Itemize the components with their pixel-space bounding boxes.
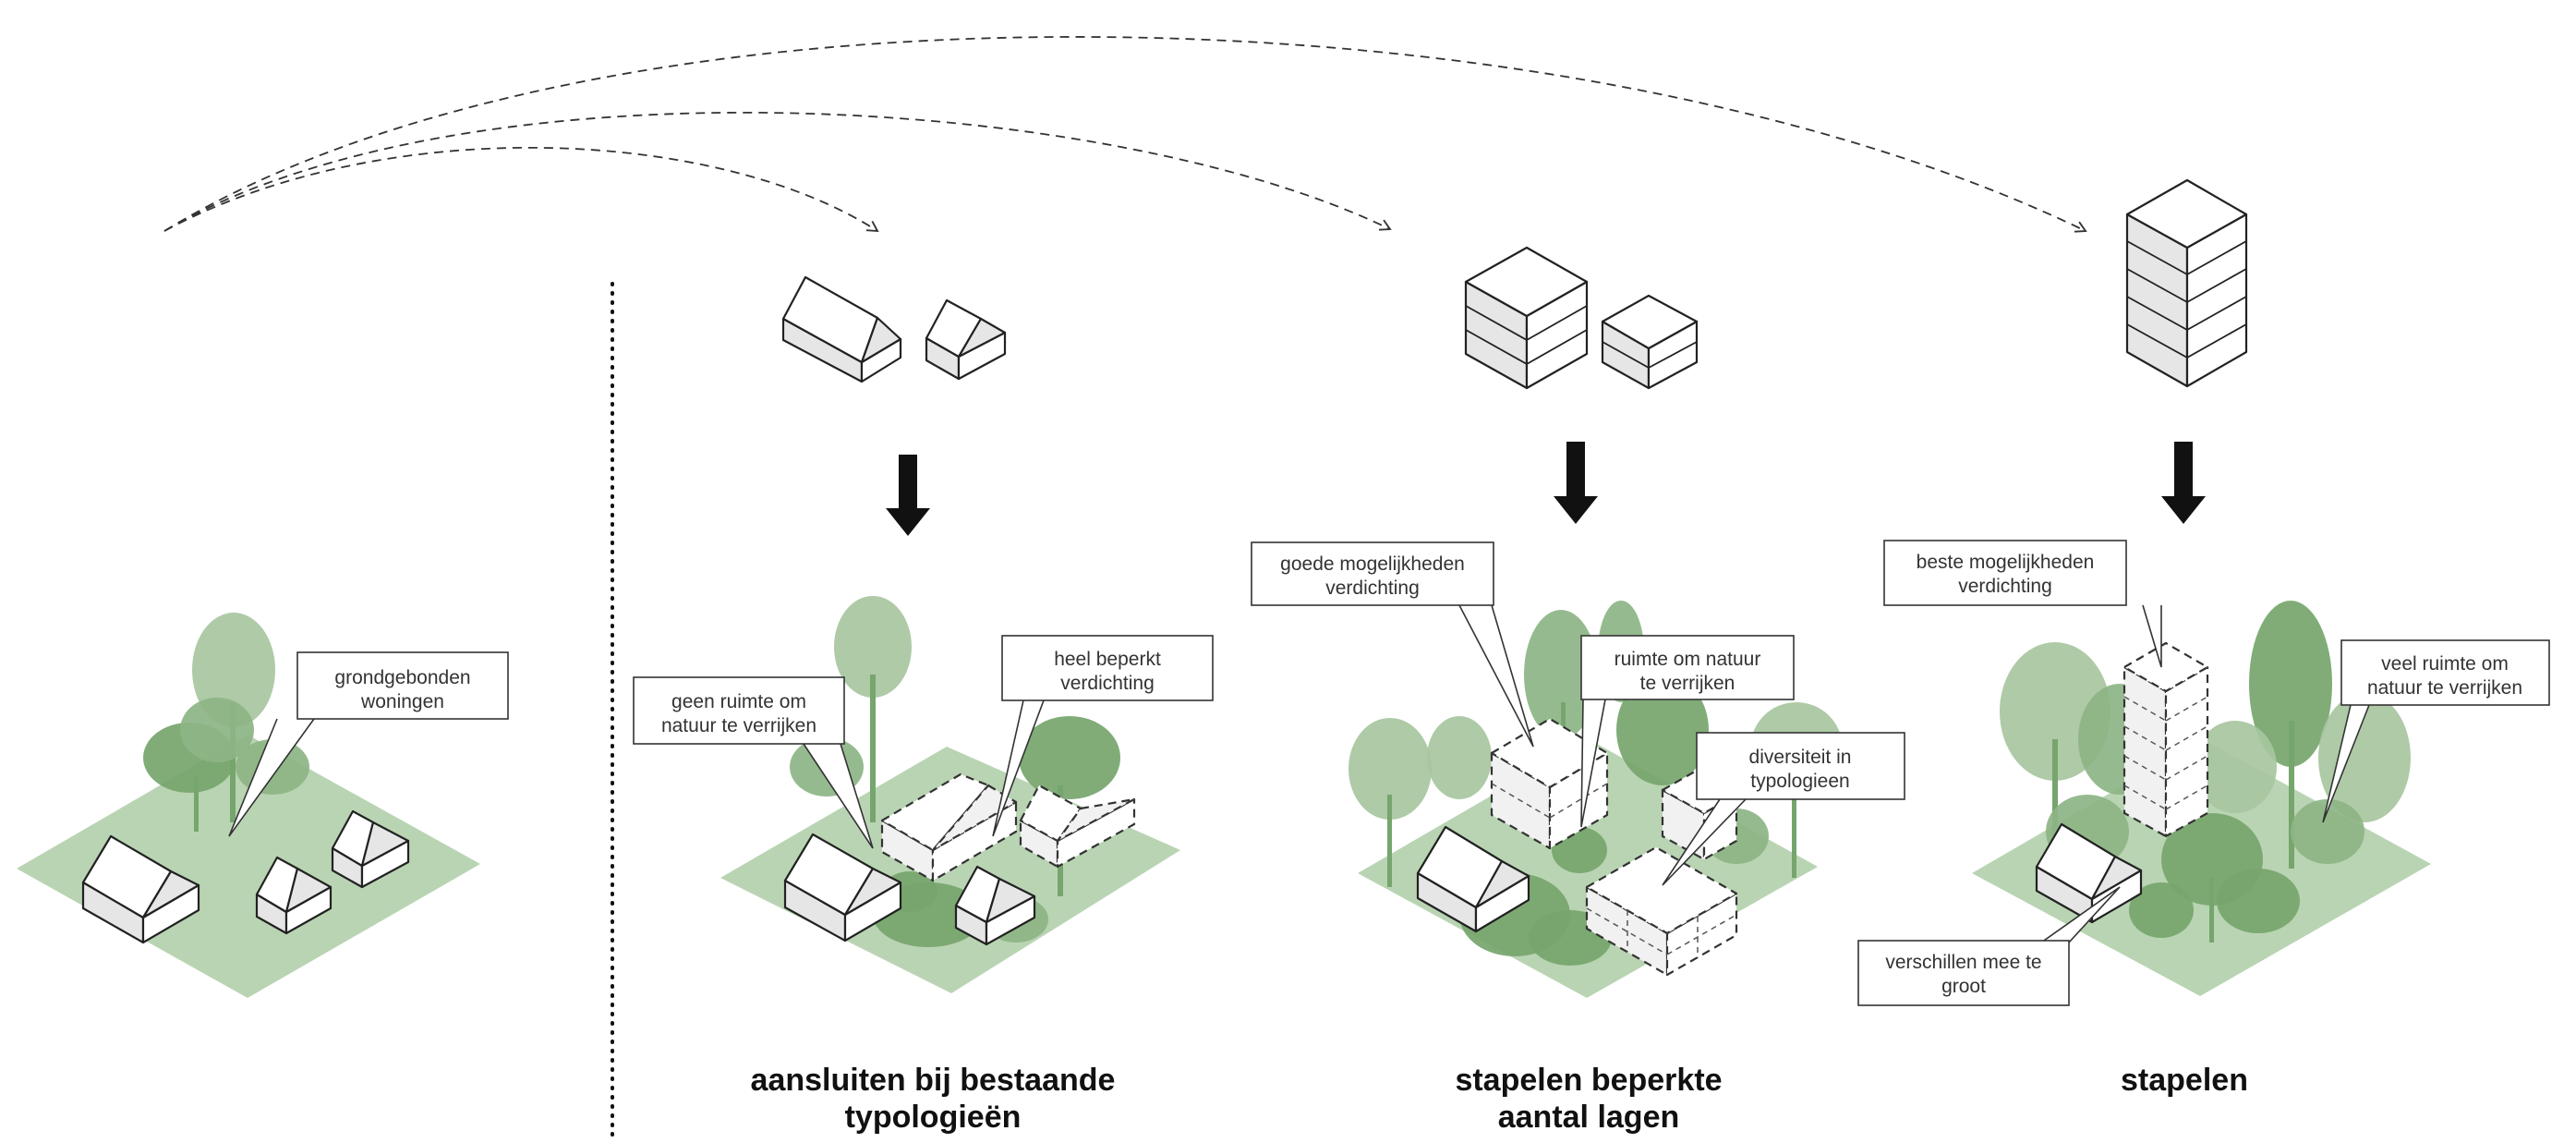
callout-text: verdichting [1325,578,1420,599]
house [954,865,1036,946]
flow-arc-to-aansluiten [163,146,879,233]
house [331,809,410,889]
svg-text:natuur te verrijken: natuur te verrijken [661,715,816,736]
down-arrow [886,455,930,536]
callout: beste mogelijkheden verdichting [1883,540,2162,668]
callout: veel ruimte om natuur te verrijken [2322,639,2550,823]
svg-text:typologieen: typologieen [1750,771,1849,792]
dashed-block [1490,717,1609,850]
scenario-caption: aantal lagen [1498,1100,1680,1135]
callout: heel beperkt verdichting [992,635,1214,837]
house-dashed [1019,784,1136,869]
callout: grondgebonden woningen [228,651,509,837]
scenario-caption: stapelen beperkte [1455,1063,1722,1098]
svg-text:verdichting: verdichting [1958,576,2052,597]
stacked-block-icon [1464,246,1589,390]
svg-text:verdichting: verdichting [1325,578,1420,599]
callout-text: goede mogelijkheden [1280,553,1465,575]
svg-text:verdichting: verdichting [1060,673,1155,694]
svg-text:goede mogelijkheden: goede mogelijkheden [1280,553,1465,575]
svg-text:aantal lagen: aantal lagen [1498,1100,1680,1135]
svg-text:woningen: woningen [360,691,444,712]
callout-text: woningen [360,691,444,712]
svg-text:natuur te verrijken: natuur te verrijken [2367,677,2522,699]
svg-text:stapelen beperkte: stapelen beperkte [1455,1063,1722,1098]
svg-text:verschillen mee te: verschillen mee te [1885,952,2041,973]
callout-text: ruimte om natuur [1615,649,1761,670]
svg-text:te verrijken: te verrijken [1640,673,1735,694]
house [783,833,902,942]
callout-text: grondgebonden [334,667,470,688]
flow-arc-to-stapelen [163,36,2087,233]
svg-text:beste mogelijkheden: beste mogelijkheden [1917,552,2095,573]
house-icon [781,275,902,383]
scenario-caption: stapelen [2121,1063,2248,1098]
stacked-block-icon [1601,294,1699,390]
callout-text: geen ruimte om [671,691,806,712]
svg-text:diversiteit in: diversiteit in [1749,747,1852,768]
tree-group [1348,601,1843,966]
callout-text: te verrijken [1640,673,1735,694]
svg-text:aansluiten bij bestaande: aansluiten bij bestaande [751,1063,1116,1098]
house [2035,822,2143,924]
house [1416,825,1530,933]
svg-text:typologieën: typologieën [845,1100,1022,1135]
callout: goede mogelijkheden verdichting [1251,541,1534,748]
house-icon [925,298,1007,381]
down-arrow [1554,442,1598,524]
house-dashed [880,772,1018,882]
callout-text: groot [1941,976,1986,997]
svg-text:groot: groot [1941,976,1986,997]
callout-text: veel ruimte om [2381,653,2509,675]
svg-text:grondgebonden: grondgebonden [334,667,470,688]
scenario-stapelen-beperkt: goede mogelijkheden verdichting ruimte o… [1251,246,1905,1135]
dashed-tower [2122,641,2209,838]
callout-text: typologieen [1750,771,1849,792]
scenario-caption: typologieën [845,1100,1022,1135]
tree-group [143,613,309,832]
callout: verschillen mee te groot [1857,886,2121,1006]
callout-text: diversiteit in [1749,747,1852,768]
scenario-caption: aansluiten bij bestaande [751,1063,1116,1098]
callout-text: natuur te verrijken [2367,677,2522,699]
dashed-block [1585,845,1738,977]
callout-text: heel beperkt [1054,649,1161,670]
callout-text: beste mogelijkheden [1917,552,2095,573]
scenario-current: grondgebonden woningen [17,613,509,998]
svg-text:heel beperkt: heel beperkt [1054,649,1161,670]
callout-text: verdichting [1958,576,2052,597]
svg-text:ruimte om natuur: ruimte om natuur [1615,649,1761,670]
callout: ruimte om natuur te verrijken [1580,635,1795,828]
svg-text:veel ruimte om: veel ruimte om [2381,653,2509,675]
svg-text:stapelen: stapelen [2121,1063,2248,1098]
callout: geen ruimte om natuur te verrijken [633,676,874,849]
callout: diversiteit in typologieen [1662,732,1905,886]
house [255,856,333,935]
house [81,834,200,944]
callout-text: verdichting [1060,673,1155,694]
scenario-aansluiten: geen ruimte om natuur te verrijken heel … [633,275,1214,1135]
scenario-stapelen: beste mogelijkheden verdichting veel rui… [1857,178,2550,1098]
flow-arcs [163,36,2087,233]
callout-text: natuur te verrijken [661,715,816,736]
down-arrow [2161,442,2206,524]
flow-arc-to-stapelen-beperkt [163,111,1392,232]
callout-text: verschillen mee te [1885,952,2041,973]
tower-icon [2125,178,2248,388]
svg-text:geen ruimte om: geen ruimte om [671,691,806,712]
